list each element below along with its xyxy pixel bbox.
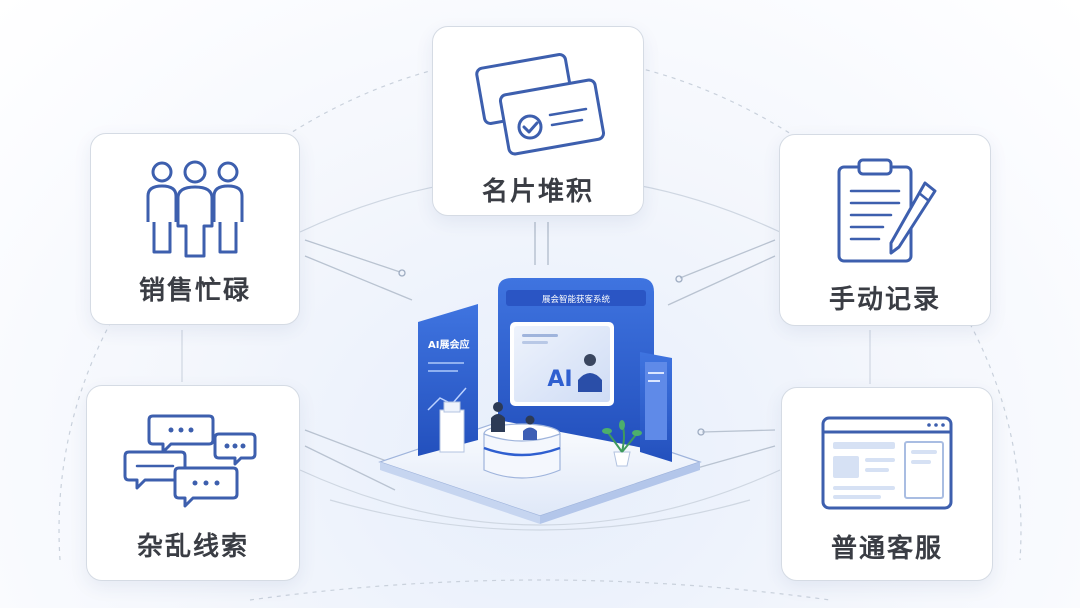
reception-counter-stripe xyxy=(483,446,561,457)
booth-header-text: 展会智能获客系统 xyxy=(542,294,611,305)
connector-node xyxy=(675,275,683,283)
screen-line xyxy=(522,334,558,337)
panel-chart xyxy=(427,387,467,411)
info-stand xyxy=(439,409,465,453)
connector-line xyxy=(304,255,413,301)
card-label: 销售忙碌 xyxy=(138,276,251,306)
booth-side-panel-text: AI展会应 xyxy=(428,338,469,351)
card-messy-leads: 杂乱线索 xyxy=(86,385,300,581)
connector-line xyxy=(701,429,776,433)
screen-avatar xyxy=(578,354,602,392)
booth-floor-edge xyxy=(380,462,540,524)
panel-line xyxy=(428,370,458,372)
people-group-icon xyxy=(146,160,244,258)
booth-header-strip xyxy=(506,290,646,306)
tablet-line xyxy=(648,372,664,374)
connector-line xyxy=(304,239,401,273)
card-regular-service: 普通客服 xyxy=(781,387,993,581)
connector-node xyxy=(697,428,705,436)
lower-orbit-arc-2 xyxy=(329,499,751,531)
visitor-figure xyxy=(523,415,537,440)
browser-window-icon xyxy=(821,416,953,510)
card-busy-sales: 销售忙碌 xyxy=(90,133,300,325)
connector-line xyxy=(679,239,776,279)
card-label: 手动记录 xyxy=(828,285,941,315)
staff-figure xyxy=(491,402,505,432)
connector-line xyxy=(689,445,776,471)
clipboard-pen-icon xyxy=(837,158,937,263)
booth-floor-edge xyxy=(540,462,700,524)
connector-line xyxy=(304,445,396,491)
bottom-orbit-arc xyxy=(249,579,831,601)
card-label: 普通客服 xyxy=(830,534,943,564)
tablet-line xyxy=(648,380,660,382)
lower-orbit-arc-1 xyxy=(299,469,781,526)
card-label: 名片堆积 xyxy=(481,177,594,207)
screen-line xyxy=(522,341,548,344)
potted-plant xyxy=(602,420,642,467)
info-stand-top xyxy=(443,401,461,413)
connector-node xyxy=(398,269,406,277)
card-manual-record: 手动记录 xyxy=(779,134,991,326)
exhibition-booth: 展会智能获客系统 AI AI展会应 xyxy=(378,278,702,524)
card-business-cards: 名片堆积 xyxy=(432,26,644,216)
card-label: 杂乱线索 xyxy=(136,532,249,562)
business-cards-icon xyxy=(475,53,606,156)
panel-line xyxy=(428,362,464,364)
booth-screen-text: AI xyxy=(547,367,572,392)
chat-bubbles-icon xyxy=(123,414,257,508)
connector-line xyxy=(667,255,776,306)
